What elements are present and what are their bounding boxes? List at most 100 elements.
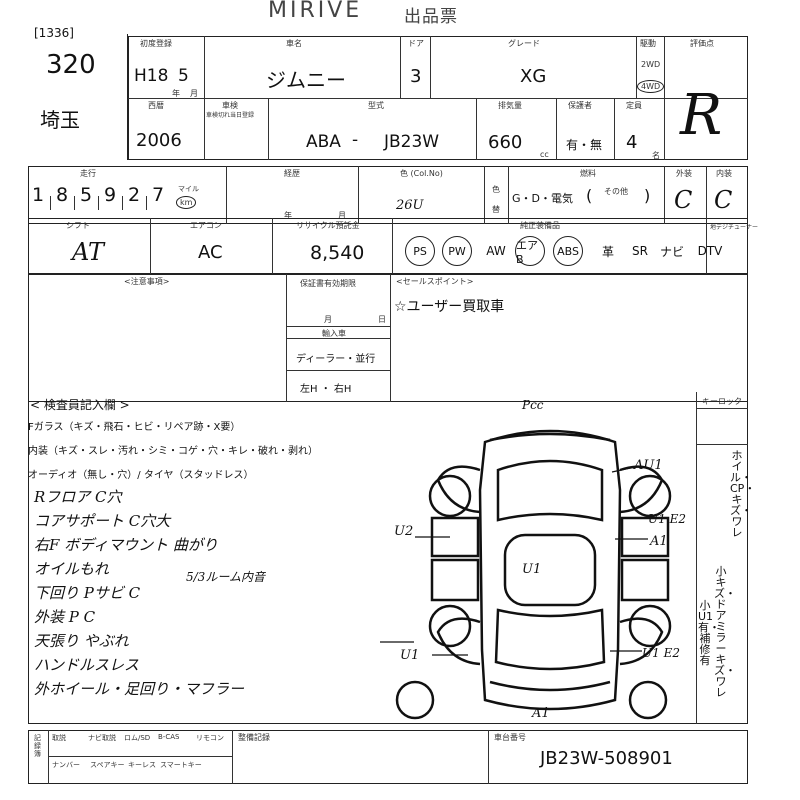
fuel-label: 保護者 xyxy=(568,101,592,110)
grade-label: グレード xyxy=(508,39,540,48)
model-dash: - xyxy=(352,130,359,150)
year-label: 西暦 xyxy=(148,101,164,110)
bottom-item: B-CAS xyxy=(158,733,180,741)
displacement-value: 660 xyxy=(488,132,523,153)
drive-2wd: 2WD xyxy=(641,60,661,69)
mileage-unit-km: km xyxy=(176,196,197,209)
equipment-item: AW xyxy=(486,244,506,258)
tv-label: 地デジチューナー xyxy=(710,224,759,231)
diagram-mark-right-pillar: U1 E2 xyxy=(648,512,686,526)
mileage-digit: 2 xyxy=(128,184,141,206)
inspector-note: 外ホイール・足回り・マフラー xyxy=(34,680,245,698)
fuel-other-label: その他 xyxy=(604,187,628,196)
fuel-paren-open: ( xyxy=(586,186,593,205)
form-title: 出品票 xyxy=(404,7,458,27)
mileage-digit: 7 xyxy=(152,184,165,206)
record-label: 整備記録 xyxy=(238,733,270,742)
history-month-unit: 月 xyxy=(338,211,346,220)
fuel-paren-close: ) xyxy=(644,186,651,205)
frame-label: 車台番号 xyxy=(494,733,526,742)
eval-label: 評価点 xyxy=(690,39,714,48)
mileage-digit: 9 xyxy=(104,184,117,206)
bottom-item: ロム/SD xyxy=(124,734,151,742)
digit-divider xyxy=(122,196,123,210)
drive-label: 駆動 xyxy=(640,39,656,48)
color-change-2: 替 xyxy=(492,205,500,214)
bottom-left-label: 記録簿 xyxy=(34,734,41,758)
mileage-digit: 8 xyxy=(56,184,69,206)
equipment-item: ABS xyxy=(553,236,583,266)
fuel-type-value: G・D・電気 xyxy=(512,192,573,205)
year-value: 2006 xyxy=(136,130,182,151)
equipment-item: 革 xyxy=(601,244,614,259)
inspector-note: 右F ボディマウント 曲がり xyxy=(34,536,218,554)
first-reg-label: 初度登録 xyxy=(140,39,172,48)
diagram-mark-roof: U1 xyxy=(522,562,542,577)
first-reg-value: H18 xyxy=(134,66,169,86)
inspector-grid xyxy=(28,392,748,724)
interior-value: C xyxy=(714,186,733,214)
car-damage-diagram xyxy=(395,429,672,720)
color-label: 色 (Col.No) xyxy=(400,169,443,178)
first-reg-year-unit: 年 xyxy=(172,89,180,98)
row4-grid xyxy=(28,218,748,274)
import-steering: 左H ・ 右H xyxy=(300,384,352,395)
equipment-item: エアB xyxy=(515,236,545,266)
recycle-value: 8,540 xyxy=(310,242,365,264)
side-note-3: 小U1有・補修有 xyxy=(698,599,720,667)
displacement-unit: cc xyxy=(540,150,549,159)
first-reg-month-unit: 月 xyxy=(190,89,198,98)
bottom-item: 取説 xyxy=(52,734,66,742)
diagram-mark-left-rear: U1 xyxy=(400,648,420,663)
history-year-unit: 年 xyxy=(284,211,292,220)
interior-label: 内装 xyxy=(716,169,732,178)
row3-grid xyxy=(28,166,748,224)
diagram-mark-rear: A1 xyxy=(532,706,550,721)
caution-label: <注意事項> xyxy=(124,277,170,286)
diagram-mark-front: Pcc xyxy=(522,398,544,412)
inspection-label: 車検 xyxy=(222,101,238,110)
bottom-item: キーレス xyxy=(128,761,156,769)
digit-divider xyxy=(50,196,51,210)
aircon-label: エアコン xyxy=(190,221,222,230)
shift-label: シフト xyxy=(66,221,90,230)
inspector-note: コアサポート C穴大 xyxy=(34,512,171,530)
model-label: 型式 xyxy=(368,101,384,110)
equipment-item: PS xyxy=(405,236,435,266)
capacity-label: 定員 xyxy=(626,101,642,110)
inspector-note: オイルもれ xyxy=(34,560,110,578)
color-change-1: 色 xyxy=(492,185,500,194)
equipment-item: SR xyxy=(632,244,648,258)
inspector-note: Rフロア C穴 xyxy=(34,488,122,506)
car-name-value: ジムニー xyxy=(266,68,346,92)
diagram-mark-right-rear: U1 E2 xyxy=(642,646,680,660)
mileage-label: 走行 xyxy=(80,169,96,178)
exterior-value: C xyxy=(674,186,693,214)
inspector-note: ハンドルスレス xyxy=(34,656,140,674)
key-lock-label: キーロック xyxy=(702,397,742,406)
digit-divider xyxy=(74,196,75,210)
bottom-grid xyxy=(28,730,748,784)
inspector-line-audio: オーディオ（無し・穴）/ タイヤ（スタッドレス） xyxy=(28,470,254,481)
exterior-label: 外装 xyxy=(676,169,692,178)
warranty-day: 日 xyxy=(378,315,386,324)
diagram-mark-right-door: A1 xyxy=(650,534,668,549)
color-code: 26U xyxy=(396,198,424,213)
note-extra: 5/3ルーム内音 xyxy=(186,570,265,584)
car-name-label: 車名 xyxy=(286,39,302,48)
doors-label: ドア xyxy=(408,39,424,48)
aircon-value: AC xyxy=(198,242,223,263)
equipment-item: ナビ xyxy=(659,244,684,259)
inspector-note: 天張り やぶれ xyxy=(34,632,129,650)
middle-grid xyxy=(28,274,748,402)
shift-value: AT xyxy=(72,238,105,266)
bottom-item: スペアキー xyxy=(90,761,125,769)
frame-number: JB23W-508901 xyxy=(540,748,673,769)
displacement-label: 排気量 xyxy=(498,101,522,110)
capacity-value: 4 xyxy=(626,132,638,153)
lot-code: [1336] xyxy=(34,26,74,40)
lot-box xyxy=(30,34,128,160)
mileage-digit: 1 xyxy=(32,184,45,206)
diagram-mark-right-front: AU1 xyxy=(634,458,663,473)
fuel-value: 有・無 xyxy=(566,138,603,152)
